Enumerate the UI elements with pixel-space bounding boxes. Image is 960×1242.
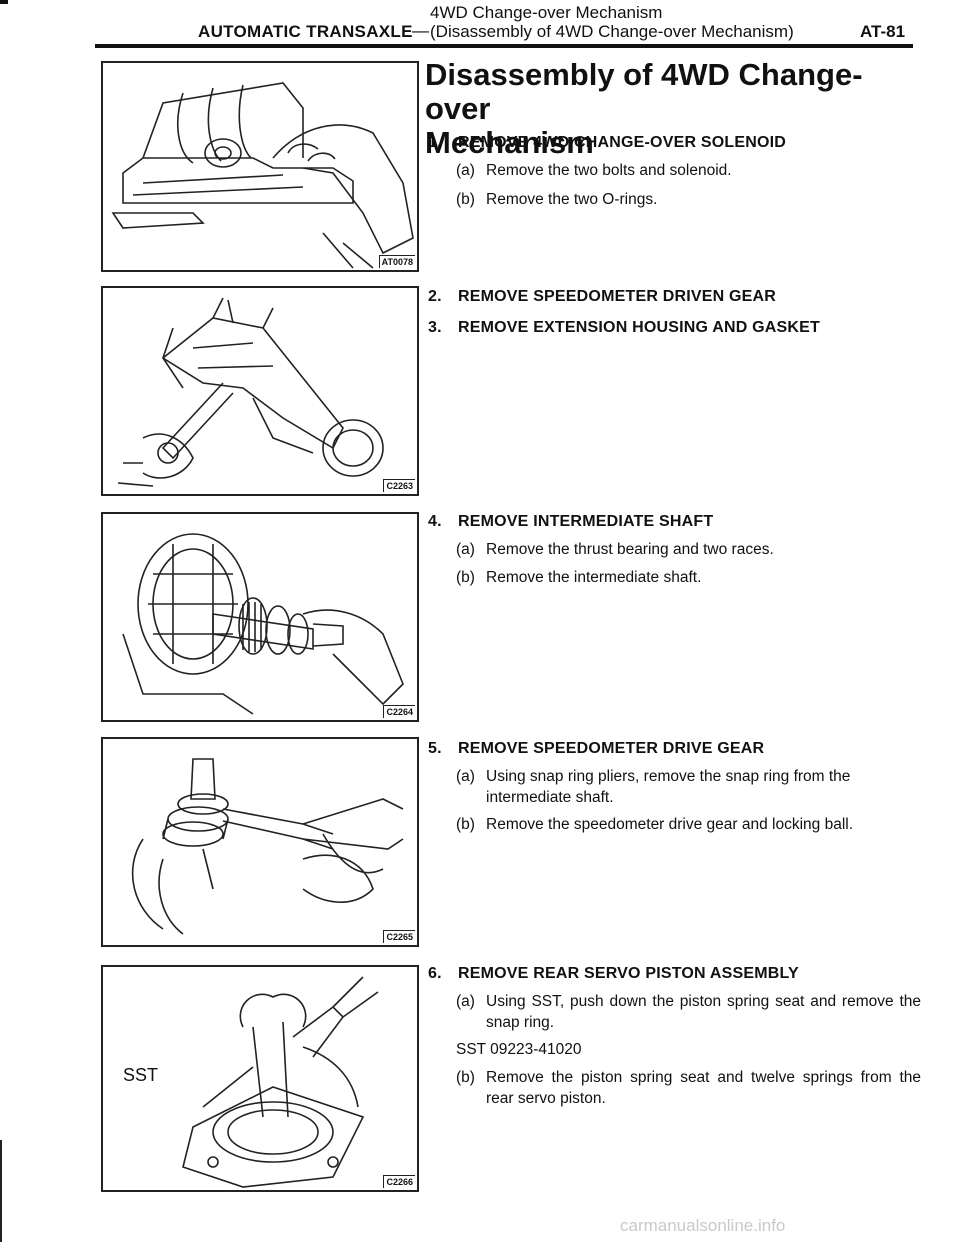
figure-snap-ring-pliers-illustration (131, 758, 404, 935)
figure-sst-label: SST (123, 1065, 159, 1085)
step-1-sub-a: (a) Remove the two bolts and solenoid. (456, 160, 921, 181)
step-4-heading: 4. REMOVE INTERMEDIATE SHAFT (428, 513, 713, 531)
step-number: 5. (428, 740, 442, 757)
sub-label: (b) (456, 1069, 475, 1086)
sub-text: Remove the two O-rings. (486, 191, 658, 208)
footer-watermark: carmanualsonline.info (620, 1216, 786, 1235)
figure-extension-housing-illustration (117, 297, 384, 487)
step-1-sub-b: (b) Remove the two O-rings. (456, 189, 921, 210)
header-section: AUTOMATIC TRANSAXLE (198, 22, 413, 41)
step-text: REMOVE EXTENSION HOUSING AND GASKET (458, 319, 820, 336)
figure-snap-ring-pliers: C2265 (101, 737, 419, 947)
page-number: AT-81 (860, 22, 906, 41)
sub-label: (b) (456, 569, 475, 586)
figure-id: C2264 (383, 705, 415, 718)
step-5-sub-a: (a) Using snap ring pliers, remove the s… (456, 766, 921, 808)
figure-solenoid-illustration (111, 82, 414, 269)
sub-text: Using snap ring pliers, remove the snap … (486, 768, 851, 806)
step-5-sub-b: (b) Remove the speedometer drive gear an… (456, 814, 921, 835)
step-4-sub-a: (a) Remove the thrust bearing and two ra… (456, 539, 921, 560)
figure-solenoid-removal: AT0078 (101, 61, 419, 272)
figure-rear-servo-illustration (182, 976, 379, 1188)
figure-id: C2266 (383, 1175, 415, 1188)
step-number: 3. (428, 319, 442, 336)
sub-text: Remove the intermediate shaft. (486, 569, 702, 586)
step-6-heading: 6. REMOVE REAR SERVO PISTON ASSEMBLY (428, 965, 799, 983)
sub-text: Remove the piston spring seat and twelve… (486, 1069, 921, 1107)
title-line1: Disassembly of 4WD Change-over (425, 57, 863, 126)
header-subtitle-line1: 4WD Change-over Mechanism (430, 3, 663, 22)
step-number: 4. (428, 513, 442, 530)
section-title: Disassembly of 4WD Change-over Mechanism (425, 58, 925, 160)
figure-rear-servo-piston: SST C2266 (101, 965, 419, 1192)
title-line2: Mechanism (425, 125, 594, 160)
step-text: REMOVE INTERMEDIATE SHAFT (458, 513, 714, 530)
figure-id: C2265 (383, 930, 415, 943)
sub-text: Remove the two bolts and solenoid. (486, 162, 732, 179)
step-2-heading: 2. REMOVE SPEEDOMETER DRIVEN GEAR (428, 288, 776, 306)
figure-extension-housing: C2263 (101, 286, 419, 496)
sub-text: Using SST, push down the piston spring s… (486, 993, 921, 1031)
sub-label: (a) (456, 541, 475, 558)
step-number: 6. (428, 965, 442, 982)
step-text: REMOVE 4WD CHANGE-OVER SOLENOID (458, 134, 787, 151)
step-6-sub-b: (b) Remove the piston spring seat and tw… (456, 1067, 921, 1109)
page-corner-mark (0, 0, 8, 4)
header-rule (95, 44, 913, 48)
step-3-heading: 3. REMOVE EXTENSION HOUSING AND GASKET (428, 319, 820, 337)
figure-intermediate-shaft-illustration (122, 533, 404, 715)
sub-label: (a) (456, 993, 475, 1010)
sub-label: (a) (456, 768, 475, 785)
header-dash: — (412, 21, 429, 40)
step-text: REMOVE REAR SERVO PISTON ASSEMBLY (458, 965, 799, 982)
left-margin-line (0, 1140, 2, 1242)
step-1-heading: 1. REMOVE 4WD CHANGE-OVER SOLENOID (428, 134, 786, 152)
header-subtitle-line2: (Disassembly of 4WD Change-over Mechanis… (430, 22, 794, 41)
figure-id: AT0078 (378, 255, 415, 268)
step-6-sub-a: (a) Using SST, push down the piston spri… (456, 991, 921, 1033)
step-text: REMOVE SPEEDOMETER DRIVEN GEAR (458, 288, 777, 305)
step-number: 2. (428, 288, 442, 305)
figure-intermediate-shaft: C2264 (101, 512, 419, 722)
sub-text: Remove the thrust bearing and two races. (486, 541, 774, 558)
figure-id: C2263 (383, 479, 415, 492)
sub-text: Remove the speedometer drive gear and lo… (486, 816, 854, 833)
sub-label: (b) (456, 191, 475, 208)
step-4-sub-b: (b) Remove the intermediate shaft. (456, 567, 921, 588)
step-5-heading: 5. REMOVE SPEEDOMETER DRIVE GEAR (428, 740, 764, 758)
sub-label: (a) (456, 162, 475, 179)
step-text: REMOVE SPEEDOMETER DRIVE GEAR (458, 740, 765, 757)
sub-label: (b) (456, 816, 475, 833)
page-header: 4WD Change-over Mechanism AUTOMATIC TRAN… (0, 0, 960, 48)
step-number: 1. (428, 134, 442, 151)
sst-number: SST 09223-41020 (456, 1041, 582, 1058)
